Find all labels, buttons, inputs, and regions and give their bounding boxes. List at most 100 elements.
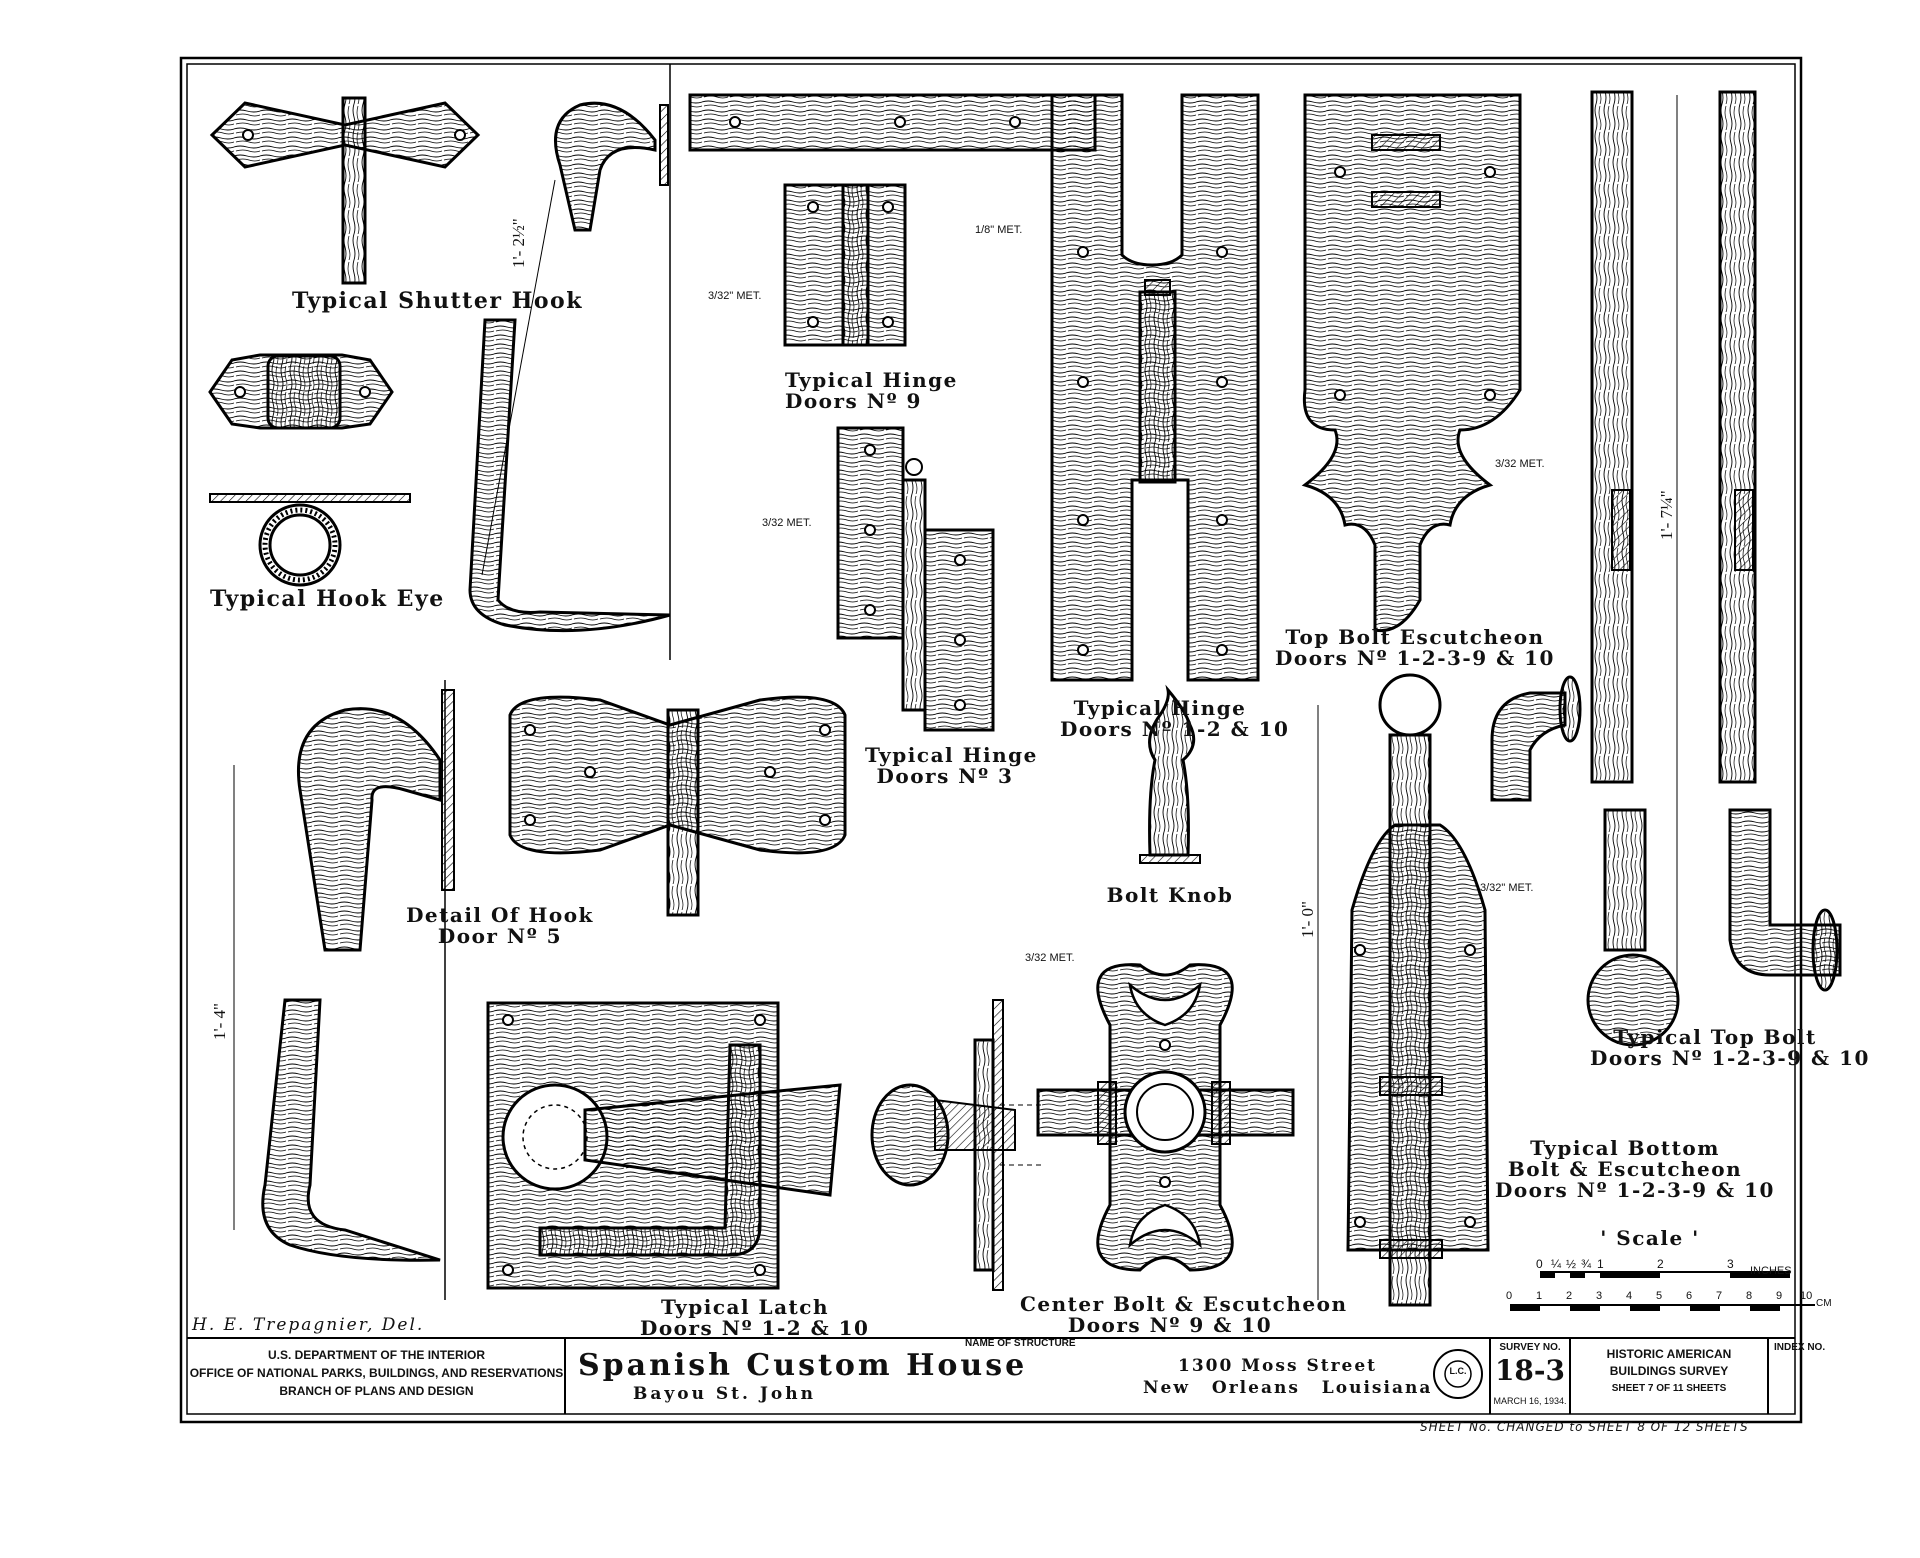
label-top-bolt-title: Typical Top Bolt bbox=[1613, 1025, 1817, 1049]
label-hook-eye: Typical Hook Eye bbox=[210, 586, 445, 612]
label-center-bolt-doors: Doors Nº 9 & 10 bbox=[1067, 1313, 1273, 1337]
scale-inches-unit: INCHES bbox=[1750, 1265, 1792, 1277]
scale-in-tick: 1 bbox=[1597, 1257, 1604, 1271]
label-bottom-bolt-title1: Typical Bottom bbox=[1530, 1136, 1720, 1160]
scale-cm-tick: 10 bbox=[1800, 1290, 1813, 1302]
label-top-bolt-doors: Doors Nº 1-2-3-9 & 10 bbox=[1590, 1046, 1870, 1070]
scale-cm-tick: 0 bbox=[1506, 1290, 1513, 1302]
label-hinge3-title: Typical Hinge bbox=[865, 743, 1038, 767]
label-scale: ' Scale ' bbox=[1600, 1226, 1700, 1250]
label-hinge-doors-9: Typical Hinge Doors Nº 9 bbox=[785, 368, 958, 413]
habs-block: HISTORIC AMERICAN BUILDINGS SURVEY SHEET… bbox=[1570, 1346, 1768, 1397]
detail-hook-door-5 bbox=[261, 689, 455, 1262]
habs-line2: BUILDINGS SURVEY bbox=[1609, 1364, 1729, 1378]
handwritten-sheet-note: SHEET No. CHANGED to SHEET 8 OF 12 SHEET… bbox=[1420, 1420, 1749, 1434]
label-hinge9-doors: Doors Nº 9 bbox=[785, 389, 922, 413]
scale-cm-tick: 7 bbox=[1716, 1290, 1723, 1302]
name-of-structure-caption: NAME OF STRUCTURE bbox=[965, 1338, 1076, 1349]
note-met-hinge110: 1/8" MET. bbox=[975, 224, 1023, 236]
seal-text: L.C. bbox=[1449, 1366, 1467, 1376]
scale-in-tick: ¼ bbox=[1551, 1257, 1562, 1271]
bolt-knob bbox=[1139, 684, 1201, 864]
bottom-bolt-escutcheon bbox=[1346, 673, 1582, 1307]
library-of-congress-seal bbox=[1433, 1349, 1483, 1399]
scale-cm-tick: 3 bbox=[1596, 1290, 1603, 1302]
title-block: U.S. DEPARTMENT OF THE INTERIOR OFFICE O… bbox=[188, 1338, 1825, 1414]
note-met-topesc: 3/32 MET. bbox=[1495, 458, 1545, 470]
center-bolt-escutcheon bbox=[1036, 963, 1295, 1272]
label-detail-hook: Detail Of Hook Door Nº 5 bbox=[400, 905, 600, 947]
department-block: U.S. DEPARTMENT OF THE INTERIOR OFFICE O… bbox=[188, 1346, 565, 1400]
scale-in-tick: 3 bbox=[1727, 1257, 1734, 1271]
dimension-top-bolt: 1'- 7¼" bbox=[1657, 490, 1676, 540]
note-met-bottom: 3/32" MET. bbox=[1480, 882, 1534, 894]
label-shutter-hook: Typical Shutter Hook bbox=[292, 288, 583, 314]
label-detail-hook-title: Detail Of Hook bbox=[406, 903, 594, 927]
hinge-doors-9 bbox=[783, 183, 907, 347]
dept-line3: BRANCH OF PLANS AND DESIGN bbox=[279, 1384, 474, 1398]
scale-bar-inches bbox=[1540, 1271, 1790, 1278]
corner-strap-hinge bbox=[688, 93, 1097, 152]
label-bottom-bolt: Typical Bottom Bolt & Escutcheon Doors N… bbox=[1495, 1136, 1775, 1202]
label-detail-hook-doors: Door Nº 5 bbox=[437, 924, 563, 948]
survey-caption: SURVEY NO. bbox=[1499, 1342, 1561, 1353]
top-bolt-escutcheon bbox=[1301, 93, 1522, 633]
dimension-bottom-bolt: 1'- 0" bbox=[1298, 901, 1317, 938]
scale-in-tick: ¾ bbox=[1581, 1257, 1592, 1271]
label-hinge9-title: Typical Hinge bbox=[785, 368, 958, 392]
structure-name: Spanish Custom House bbox=[578, 1348, 1028, 1383]
scale-in-tick: ½ bbox=[1566, 1257, 1577, 1271]
shutter-hook-plate bbox=[209, 96, 481, 285]
shutter-hook-dimension-line bbox=[481, 179, 556, 576]
scale-cm-tick: 4 bbox=[1626, 1290, 1633, 1302]
label-hinge-doors-3: Typical Hinge Doors Nº 3 bbox=[865, 743, 1038, 788]
bowtie-hinge bbox=[508, 695, 847, 917]
hook-eye-ring bbox=[209, 493, 411, 587]
scale-cm-tick: 9 bbox=[1776, 1290, 1783, 1302]
label-top-bolt: Typical Top Bolt Doors Nº 1-2-3-9 & 10 bbox=[1590, 1025, 1870, 1070]
outer-border bbox=[179, 56, 1803, 1424]
scale-cm-tick: 2 bbox=[1566, 1290, 1573, 1302]
draftsman-signature: H. E. Trepagnier, Del. bbox=[192, 1315, 425, 1335]
shutter-hook-rod bbox=[468, 101, 671, 633]
label-bottom-bolt-title2: Bolt & Escutcheon bbox=[1507, 1157, 1743, 1181]
scale-cm-tick: 1 bbox=[1536, 1290, 1543, 1302]
label-top-esc-title: Top Bolt Escutcheon bbox=[1285, 625, 1545, 649]
label-top-bolt-escutcheon: Top Bolt Escutcheon Doors Nº 1-2-3-9 & 1… bbox=[1275, 627, 1555, 669]
label-latch-doors: Doors Nº 1-2 & 10 bbox=[640, 1316, 870, 1340]
index-caption: INDEX NO. bbox=[1774, 1342, 1826, 1353]
label-latch-title: Typical Latch bbox=[660, 1295, 830, 1319]
title-block-frame bbox=[564, 1338, 1769, 1414]
scale-cm-tick: 6 bbox=[1686, 1290, 1693, 1302]
structure-sub: Bayou St. John bbox=[633, 1384, 816, 1404]
label-hinge3-doors: Doors Nº 3 bbox=[876, 764, 1014, 788]
label-bolt-knob: Bolt Knob bbox=[1106, 883, 1234, 907]
label-top-esc-doors: Doors Nº 1-2-3-9 & 10 bbox=[1275, 646, 1555, 670]
address-line2: New Orleans Louisiana bbox=[1143, 1378, 1433, 1398]
hinge-doors-1-2-10 bbox=[1050, 93, 1260, 682]
label-typical-latch: Typical Latch Doors Nº 1-2 & 10 bbox=[640, 1295, 870, 1340]
survey-number: 18-3 bbox=[1494, 1354, 1566, 1387]
top-bolt bbox=[1586, 90, 1842, 1047]
note-met-hinge9: 3/32" MET. bbox=[708, 290, 762, 302]
label-hinge110-title: Typical Hinge bbox=[1073, 696, 1247, 720]
scale-in-tick: 0 bbox=[1536, 1257, 1543, 1271]
label-hinge-doors-1-2-10: Typical Hinge Doors Nº 1-2 & 10 bbox=[1060, 696, 1290, 741]
dimension-detail-hook: 1'- 4" bbox=[210, 1003, 229, 1040]
habs-line1: HISTORIC AMERICAN bbox=[1606, 1347, 1732, 1361]
typical-latch bbox=[486, 1001, 842, 1290]
dept-line1: U.S. DEPARTMENT OF THE INTERIOR bbox=[267, 1348, 486, 1362]
label-bottom-bolt-doors: Doors Nº 1-2-3-9 & 10 bbox=[1495, 1178, 1775, 1202]
scale-cm-tick: 5 bbox=[1656, 1290, 1663, 1302]
inner-border bbox=[186, 63, 1796, 1415]
dept-line2: OFFICE OF NATIONAL PARKS, BUILDINGS, AND… bbox=[189, 1366, 564, 1380]
label-center-bolt: Center Bolt & Escutcheon Doors Nº 9 & 10 bbox=[1020, 1294, 1346, 1337]
scale-cm-unit: CM bbox=[1816, 1298, 1832, 1309]
scale-in-tick: 2 bbox=[1657, 1257, 1664, 1271]
survey-date: MARCH 16, 1934. bbox=[1493, 1396, 1567, 1406]
note-met-center: 3/32 MET. bbox=[1025, 952, 1075, 964]
label-hinge110-doors: Doors Nº 1-2 & 10 bbox=[1060, 717, 1290, 741]
hook-eye-plate bbox=[208, 353, 394, 430]
note-met-hinge3: 3/32 MET. bbox=[762, 517, 812, 529]
